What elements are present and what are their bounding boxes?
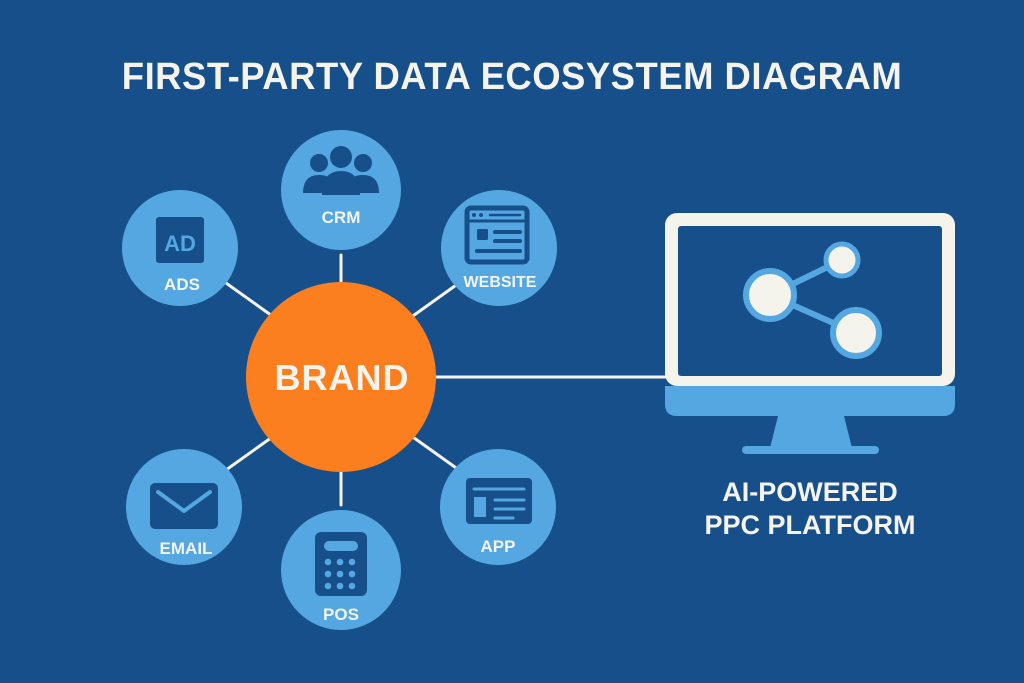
connector-email (224, 433, 277, 472)
hub-label: BRAND (275, 357, 410, 398)
connector-app (408, 433, 461, 472)
monitor-share-icon[interactable] (665, 213, 955, 454)
calculator-icon (315, 532, 367, 596)
ad-icon: AD (156, 217, 204, 263)
node-pos[interactable]: POS (281, 510, 401, 630)
hub-brand[interactable]: BRAND (246, 282, 436, 472)
node-email[interactable]: EMAIL (126, 449, 242, 565)
node-label-ads: ADS (164, 275, 200, 294)
connector-ads (224, 281, 277, 320)
connector-website (408, 281, 461, 320)
node-label-app: APP (481, 537, 516, 556)
platform-label: AI-POWERED PPC PLATFORM (660, 476, 960, 542)
platform-label-line1: AI-POWERED (722, 477, 898, 507)
share-icon (743, 241, 882, 359)
diagram-title: FIRST-PARTY DATA ECOSYSTEM DIAGRAM (121, 56, 903, 98)
app-layout-icon (466, 478, 532, 524)
node-label-website: WEBSITE (464, 274, 537, 291)
envelope-icon (150, 483, 218, 529)
connectors (224, 253, 670, 507)
node-label-crm: CRM (322, 208, 361, 227)
node-label-pos: POS (323, 605, 359, 624)
node-app[interactable]: APP (440, 449, 556, 565)
node-label-email: EMAIL (160, 539, 213, 558)
ad-icon-text: AD (164, 231, 196, 256)
node-website[interactable]: WEBSITE (441, 190, 557, 306)
users-icon (303, 146, 379, 195)
browser-window-icon (464, 205, 530, 265)
node-ads[interactable]: AD ADS (122, 190, 238, 306)
platform-label-line2: PPC PLATFORM (704, 510, 916, 540)
node-crm[interactable]: CRM (281, 130, 401, 250)
